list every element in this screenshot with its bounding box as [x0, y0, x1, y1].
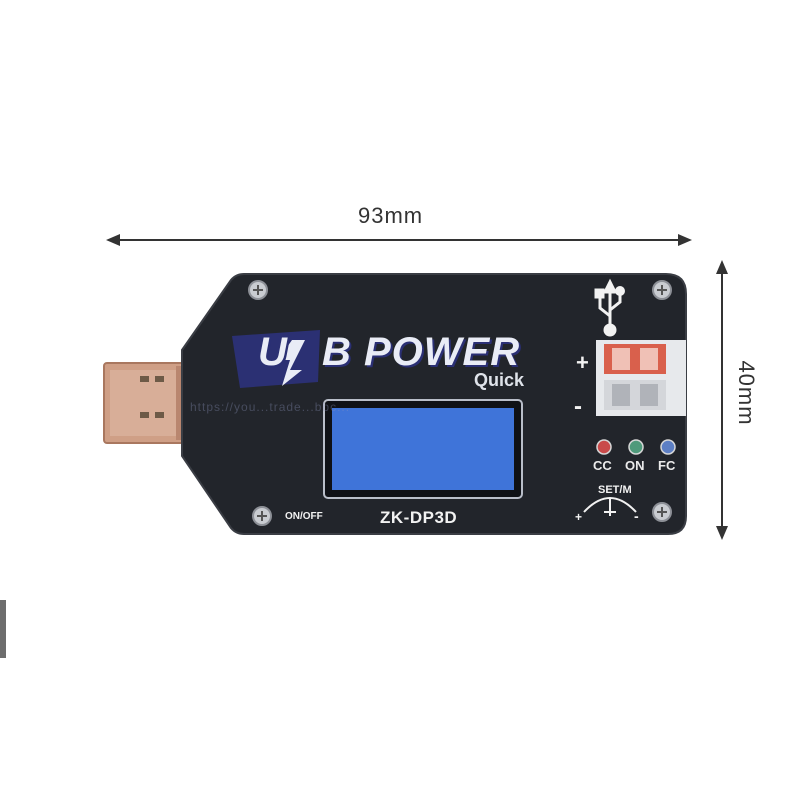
- width-label: 93mm: [358, 203, 424, 228]
- lcd-screen: [332, 408, 514, 490]
- brand-title: B POWER: [322, 330, 521, 374]
- brand-u-letter: U: [258, 330, 288, 374]
- plus-sign: +: [576, 350, 589, 375]
- height-dimension-arrow: [716, 260, 728, 540]
- watermark-text: https://you...trade...bbc...: [190, 400, 351, 414]
- width-dimension-arrow: [106, 234, 692, 246]
- led-fc-label: FC: [658, 458, 676, 473]
- minus-sign: -: [574, 393, 582, 420]
- output-terminal: [596, 340, 686, 416]
- model-label: ZK-DP3D: [380, 508, 458, 527]
- brand-subtitle: Quick: [474, 370, 525, 390]
- usb-plug: [103, 362, 186, 444]
- knob-minus-sign: -: [634, 508, 639, 524]
- led-on-label: ON: [625, 458, 645, 473]
- edge-fragment: [0, 600, 6, 658]
- usb-symbol-icon: [594, 278, 625, 337]
- led-cc-label: CC: [593, 458, 612, 473]
- power-button-label: ON/OFF: [285, 511, 323, 522]
- knob-label: SET/M: [598, 484, 632, 496]
- screws: [248, 280, 672, 526]
- height-label: 40mm: [734, 360, 759, 426]
- knob-plus-sign: +: [575, 510, 583, 524]
- knob-arrow-icon: [583, 497, 637, 516]
